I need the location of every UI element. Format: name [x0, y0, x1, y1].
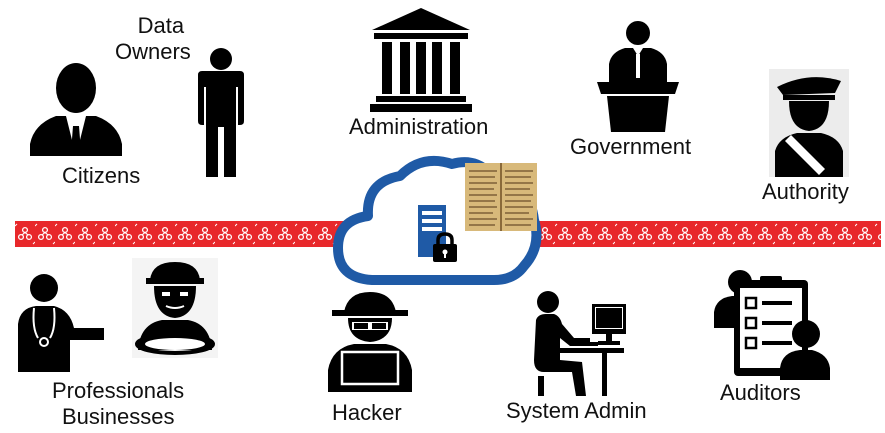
data-owner-icon	[198, 48, 244, 177]
authority-label: Authority	[762, 179, 849, 204]
hacker-icon	[328, 292, 412, 392]
system-admin-icon	[534, 291, 626, 396]
government-podium-icon	[597, 21, 679, 132]
hacker-label: Hacker	[332, 400, 402, 425]
authority-officer-icon	[769, 69, 849, 177]
citizen-icon	[30, 63, 122, 156]
professionals-businesses-label: Professionals Businesses	[52, 378, 185, 429]
administration-building-icon	[370, 8, 472, 112]
system-admin-label: System Admin	[506, 398, 647, 423]
administration-label: Administration	[349, 114, 489, 139]
government-label: Government	[570, 134, 692, 159]
lock-icon	[433, 232, 457, 262]
citizens-label: Citizens	[62, 163, 141, 188]
auditors-label: Auditors	[720, 380, 801, 405]
business-worker-icon	[132, 258, 218, 358]
data-owners-label: Data Owners	[115, 13, 191, 64]
ledger-book-icon	[465, 163, 537, 231]
doctor-icon	[18, 274, 104, 372]
auditors-icon	[714, 270, 830, 380]
